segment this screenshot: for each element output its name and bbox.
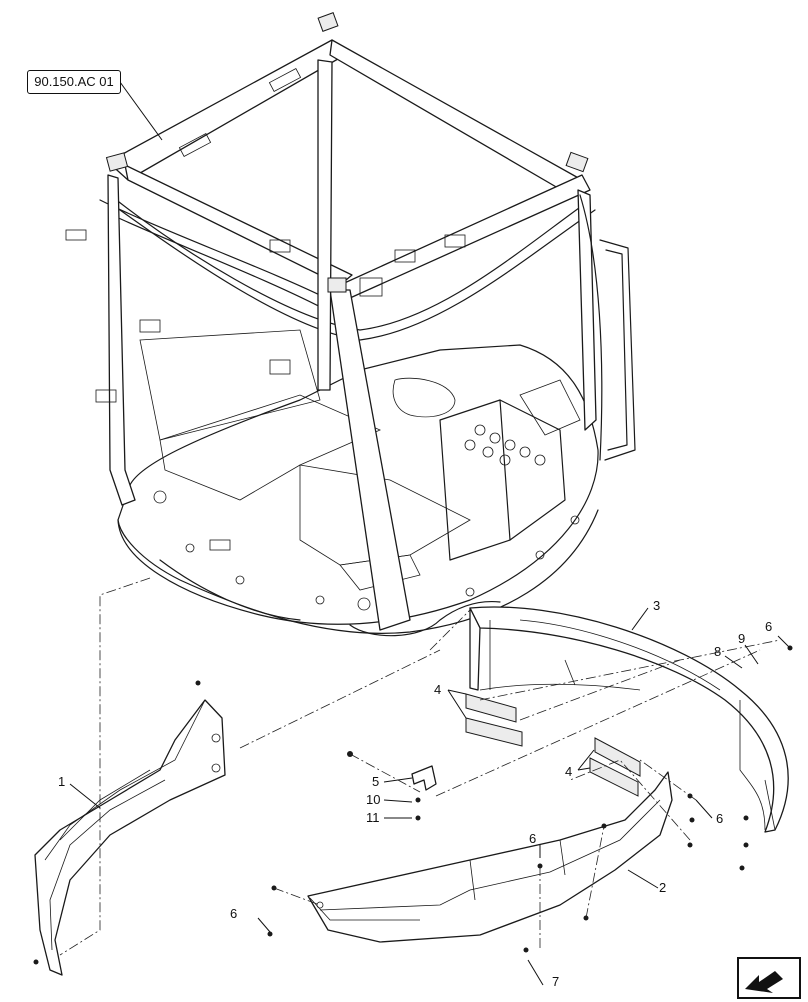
callout-6-middle: 6 <box>529 831 536 846</box>
rear-large-cover <box>469 606 789 833</box>
pad-set-lower <box>589 737 641 797</box>
callout-leaders <box>69 81 791 986</box>
previous-view-button[interactable] <box>737 957 801 999</box>
callout-1: 1 <box>58 774 65 789</box>
callout-9: 9 <box>738 631 745 646</box>
callout-3: 3 <box>653 598 660 613</box>
pad-set-upper <box>465 693 523 747</box>
callout-6-left: 6 <box>230 906 237 921</box>
small-bracket <box>347 751 437 821</box>
callout-8: 8 <box>714 644 721 659</box>
callout-numbers: 1 2 3 4 4 5 6 6 6 6 7 8 9 10 11 <box>58 598 772 989</box>
callout-2: 2 <box>659 880 666 895</box>
callout-6-right-top: 6 <box>765 619 772 634</box>
reference-label: 90.150.AC 01 <box>27 70 121 94</box>
callout-4-lower: 4 <box>565 764 572 779</box>
cab-frame <box>65 12 636 637</box>
callout-7: 7 <box>552 974 559 989</box>
previous-view-arrow-icon <box>745 970 783 993</box>
alignment-lines <box>59 577 781 956</box>
callout-10: 10 <box>366 792 380 807</box>
front-lower-cover <box>307 771 673 943</box>
callout-6-right: 6 <box>716 811 723 826</box>
callout-11: 11 <box>366 810 380 825</box>
callout-5: 5 <box>372 774 379 789</box>
callout-4-upper: 4 <box>434 682 441 697</box>
left-curved-cover <box>34 699 226 976</box>
